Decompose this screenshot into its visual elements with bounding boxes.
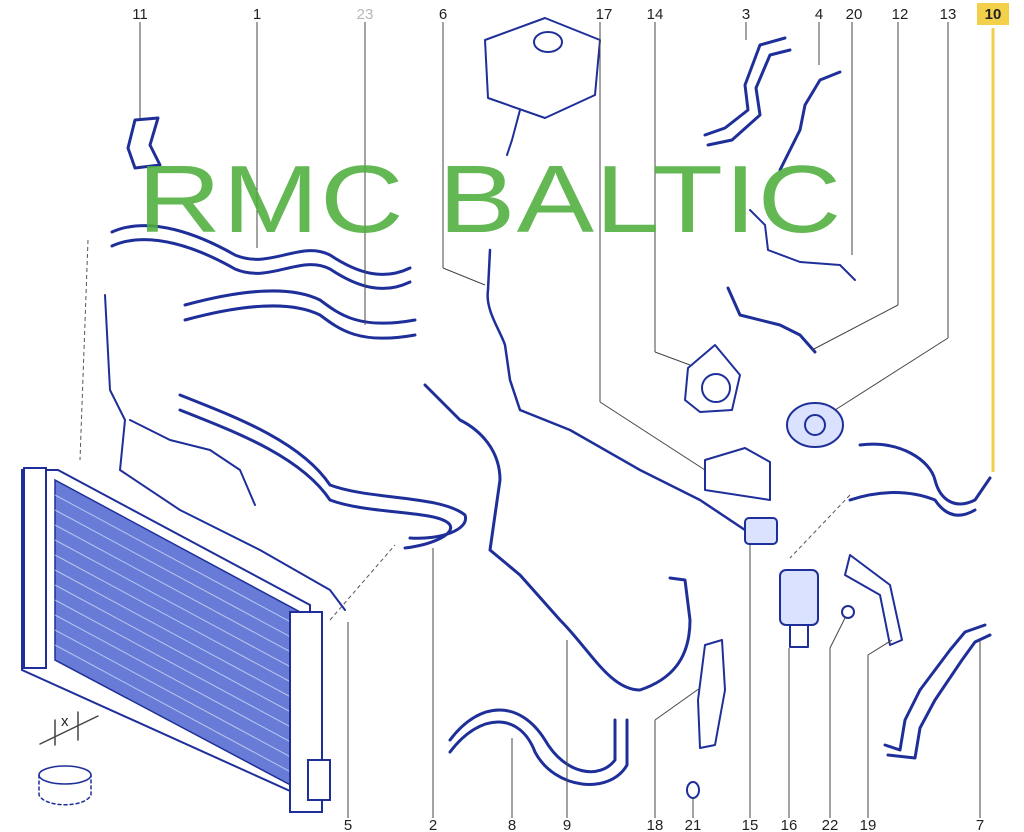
radiator — [21, 467, 331, 813]
callout-13: 13 — [940, 6, 957, 23]
clip-22 — [841, 605, 855, 619]
callout-22: 22 — [822, 817, 839, 832]
callout-2: 2 — [429, 817, 437, 832]
pipe-5 — [104, 294, 346, 611]
callout-18: 18 — [647, 817, 664, 832]
callouts-bottom: 5 2 8 9 18 21 15 16 22 19 7 — [344, 817, 984, 832]
callouts-top: 11 1 23 6 17 14 3 4 20 12 13 — [132, 6, 956, 23]
hose-12 — [726, 286, 817, 354]
callout-4: 4 — [815, 6, 823, 23]
bracket-14 — [684, 344, 741, 413]
bracket-17 — [704, 447, 771, 501]
pump-16 — [779, 569, 819, 648]
expansion-tank — [484, 17, 601, 156]
pump-13 — [786, 402, 844, 448]
callout-11: 11 — [132, 6, 148, 23]
callout-19: 19 — [860, 817, 877, 832]
bracket-19 — [844, 554, 903, 646]
callout-12: 12 — [892, 6, 909, 23]
callout-23: 23 — [357, 6, 374, 23]
callout-10: 10 — [985, 6, 1002, 23]
filler-neck-11 — [126, 116, 162, 170]
hose-9 — [423, 383, 692, 692]
callout-8: 8 — [508, 817, 516, 832]
locator-dashes — [79, 239, 851, 621]
callout-21: 21 — [685, 817, 702, 832]
callout-9: 9 — [563, 817, 571, 832]
hose-8 — [448, 708, 617, 774]
pipe-20 — [749, 209, 856, 281]
valve-15 — [744, 517, 778, 545]
callout-17: 17 — [596, 6, 613, 23]
callout-1: 1 — [253, 6, 261, 23]
hose-3 — [703, 36, 787, 137]
hose-23 — [183, 289, 417, 325]
detail-label-x: x — [61, 713, 69, 730]
clip-21 — [686, 781, 700, 799]
hose-2 — [178, 393, 467, 540]
callout-7: 7 — [976, 817, 984, 832]
hose-4 — [778, 70, 842, 172]
detail-view — [38, 711, 99, 806]
callout-16: 16 — [781, 817, 798, 832]
callout-14: 14 — [647, 6, 664, 23]
callout-20: 20 — [846, 6, 863, 23]
hose-10 — [858, 442, 992, 506]
callout-10-highlight-box — [977, 3, 1009, 25]
callout-5: 5 — [344, 817, 352, 832]
watermark-text: RMC BALTIC — [138, 146, 843, 253]
hose-7 — [883, 623, 987, 752]
callout-15: 15 — [742, 817, 759, 832]
hose-1 — [110, 224, 412, 276]
hose-6 — [486, 248, 747, 532]
bracket-18 — [697, 639, 726, 749]
leader-lines — [139, 22, 981, 818]
callout-3: 3 — [742, 6, 750, 23]
callout-6: 6 — [439, 6, 447, 23]
